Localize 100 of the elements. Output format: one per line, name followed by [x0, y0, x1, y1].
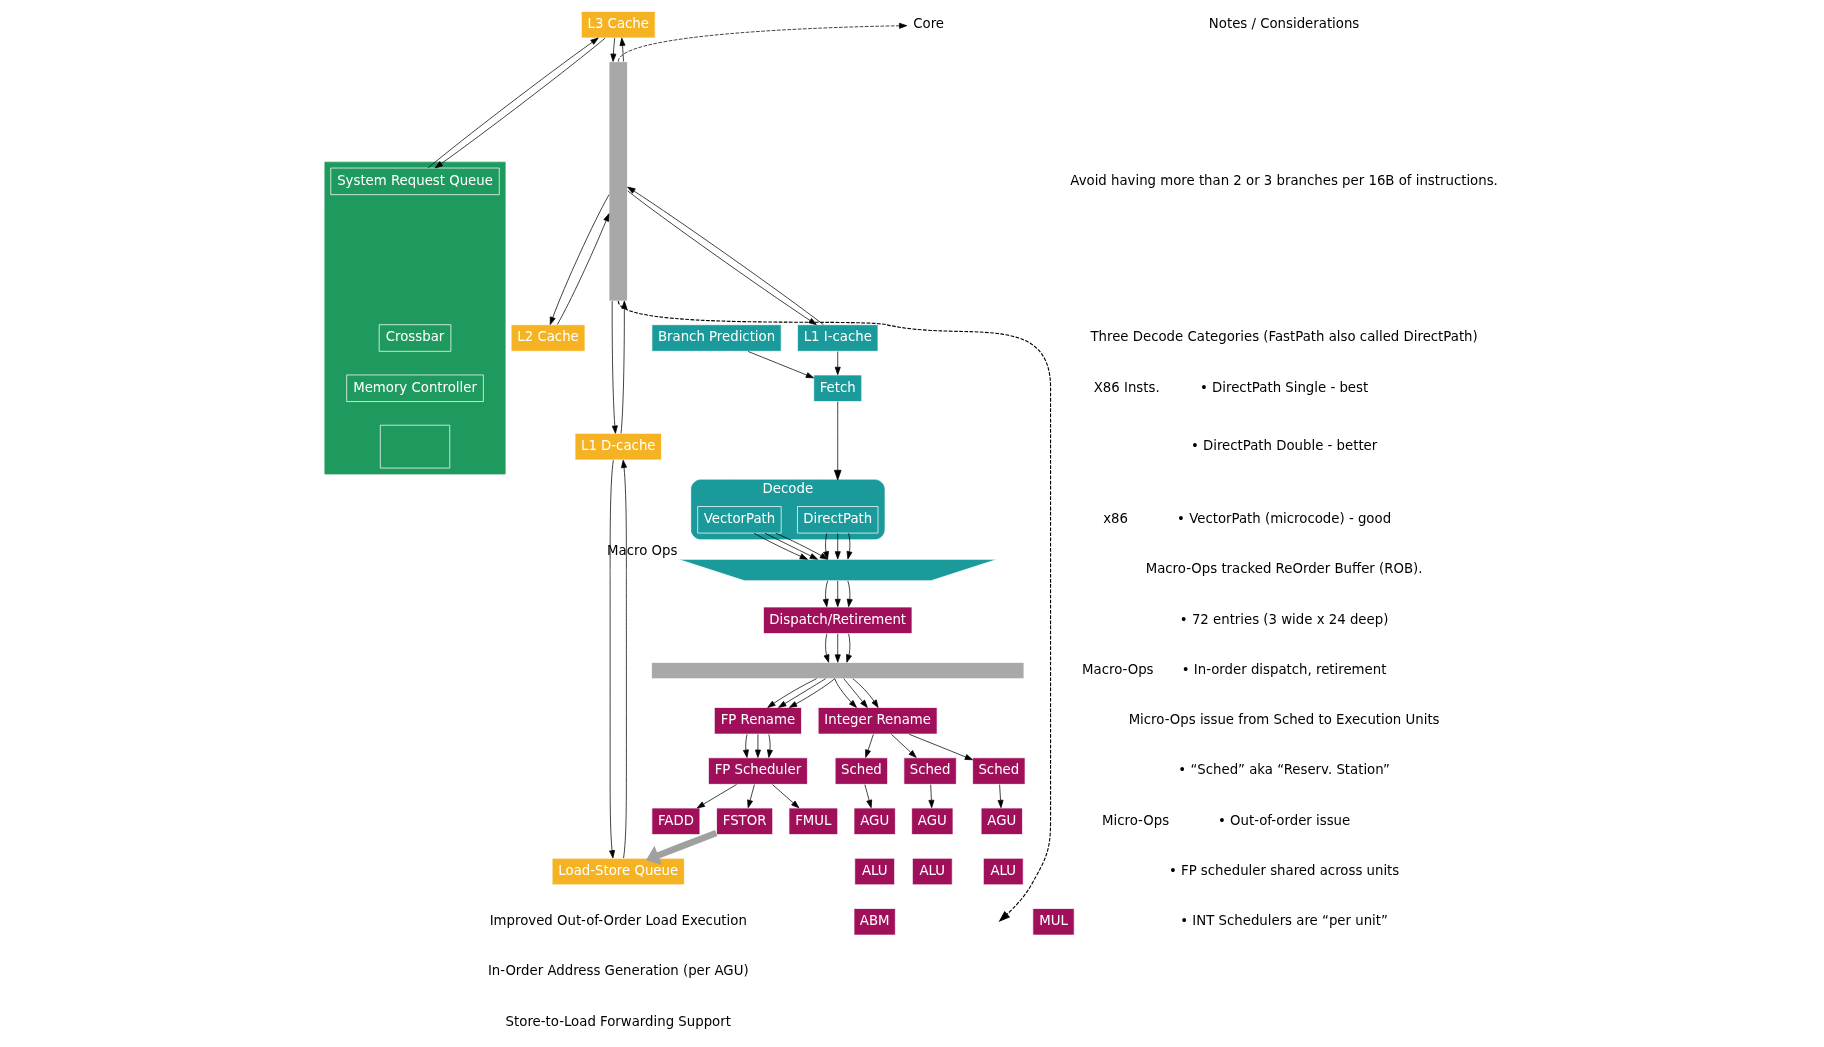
arrow [747, 784, 755, 809]
arrow [696, 784, 737, 809]
label: X86 Insts. [1093, 379, 1160, 395]
node-box: FADD [651, 807, 701, 835]
label: • FP scheduler shared across units [1168, 862, 1400, 878]
arrow [834, 533, 841, 560]
node-text: Core [913, 15, 945, 31]
node-box: Branch Prediction [651, 324, 782, 352]
arrow [557, 213, 610, 325]
label: Avoid having more than 2 or 3 branches per 16B of instructions. [1070, 172, 1498, 188]
arrow [823, 633, 830, 663]
arrow [928, 784, 935, 809]
arrow [823, 533, 829, 560]
arrow [645, 829, 718, 866]
node-box: AGU [980, 807, 1023, 835]
label: Macro-Ops [1082, 661, 1154, 677]
arrow [621, 459, 627, 859]
label: Store-to-Load Forwarding Support [505, 1013, 731, 1029]
node-box [379, 424, 451, 469]
node-box: FSTOR [716, 807, 774, 835]
node-box: FP Rename [713, 707, 802, 735]
arrow [754, 734, 761, 758]
node-box: L3 Cache [580, 11, 656, 39]
arrow [846, 580, 853, 608]
arrow [834, 678, 857, 708]
arrow [617, 22, 908, 62]
arrow [620, 300, 628, 434]
node-bar [608, 61, 628, 302]
node-box: ALU [854, 857, 895, 886]
node-bar [651, 662, 1025, 680]
label: Macro-Ops tracked ReOrder Buffer (ROB). [1145, 561, 1423, 577]
node-box: Dispatch/Retirement [763, 606, 913, 634]
label: In-Order Address Generation (per AGU) [487, 963, 749, 979]
node-box: Memory Controller [346, 374, 484, 402]
label: • “Sched” aka “Reserv. Station” [1178, 762, 1390, 778]
arrow [764, 532, 818, 560]
node-box: L2 Cache [510, 324, 586, 352]
node-box: Fetch [813, 374, 863, 402]
node-box: Crossbar [378, 324, 452, 352]
node-box: Sched [972, 757, 1026, 785]
arrow [864, 784, 873, 809]
node-box: L1 D-cache [574, 432, 662, 461]
label: Three Decode Categories (FastPath also called DirectPath) [1090, 329, 1478, 345]
label: Micro-Ops [1102, 812, 1170, 828]
arrow [611, 300, 618, 434]
node-box: AGU [911, 807, 954, 835]
label: • 72 entries (3 wide x 24 deep) [1179, 611, 1389, 627]
arrow [852, 678, 879, 708]
node-box: Load-Store Queue [551, 857, 685, 886]
arrow [891, 734, 917, 758]
arrow [549, 194, 610, 325]
label: Micro-Ops issue from Sched to Execution Units [1128, 712, 1440, 728]
node-box: ALU [912, 857, 953, 886]
node-box: L1 I-cache [797, 324, 879, 352]
arrow [767, 678, 817, 708]
node-box: System Request Queue [330, 167, 500, 195]
label: • Out-of-order issue [1217, 812, 1351, 828]
arrow [865, 734, 874, 758]
arrow [908, 733, 973, 761]
arrow [610, 37, 617, 62]
arrow [775, 532, 828, 560]
node-box: Sched [834, 757, 888, 785]
arrow [617, 300, 1052, 922]
label: Improved Out-of-Order Load Execution [489, 913, 747, 929]
label: • DirectPath Single - best [1199, 379, 1369, 395]
label: • DirectPath Double - better [1190, 437, 1378, 453]
node-box: DirectPath [797, 506, 879, 534]
label: • In-order dispatch, retirement [1181, 661, 1387, 677]
arrow [997, 784, 1004, 809]
node-box: FMUL [788, 807, 839, 835]
node-trapezoid [677, 558, 998, 582]
arrow [609, 459, 615, 859]
label: x86 [1103, 511, 1128, 527]
node-box: AGU [853, 807, 896, 835]
arrow [619, 37, 626, 62]
node-box: Sched [903, 757, 957, 785]
arrow [846, 533, 853, 560]
label: • INT Schedulers are “per unit” [1180, 913, 1388, 929]
arrow [834, 633, 841, 663]
node-box: ALU [982, 857, 1024, 886]
arrow [747, 351, 814, 379]
arrow [789, 678, 836, 708]
node-box: VectorPath [697, 506, 782, 534]
arrow [742, 734, 749, 758]
node-box: Integer Rename [817, 707, 938, 735]
node-box: ABM [853, 908, 896, 936]
arrow [772, 784, 800, 809]
arrow [834, 351, 841, 375]
arrow [778, 678, 826, 708]
arrow [834, 580, 841, 608]
node-box: FP Scheduler [708, 757, 808, 785]
label: • VectorPath (microcode) - good [1177, 511, 1392, 527]
arrow [843, 678, 868, 708]
node-box: MUL [1032, 908, 1075, 936]
arrow [753, 532, 808, 560]
arrow [834, 401, 842, 481]
arrow [767, 734, 773, 758]
arrow [822, 580, 829, 608]
arrow [846, 633, 852, 663]
label: Notes / Considerations [1208, 15, 1360, 31]
